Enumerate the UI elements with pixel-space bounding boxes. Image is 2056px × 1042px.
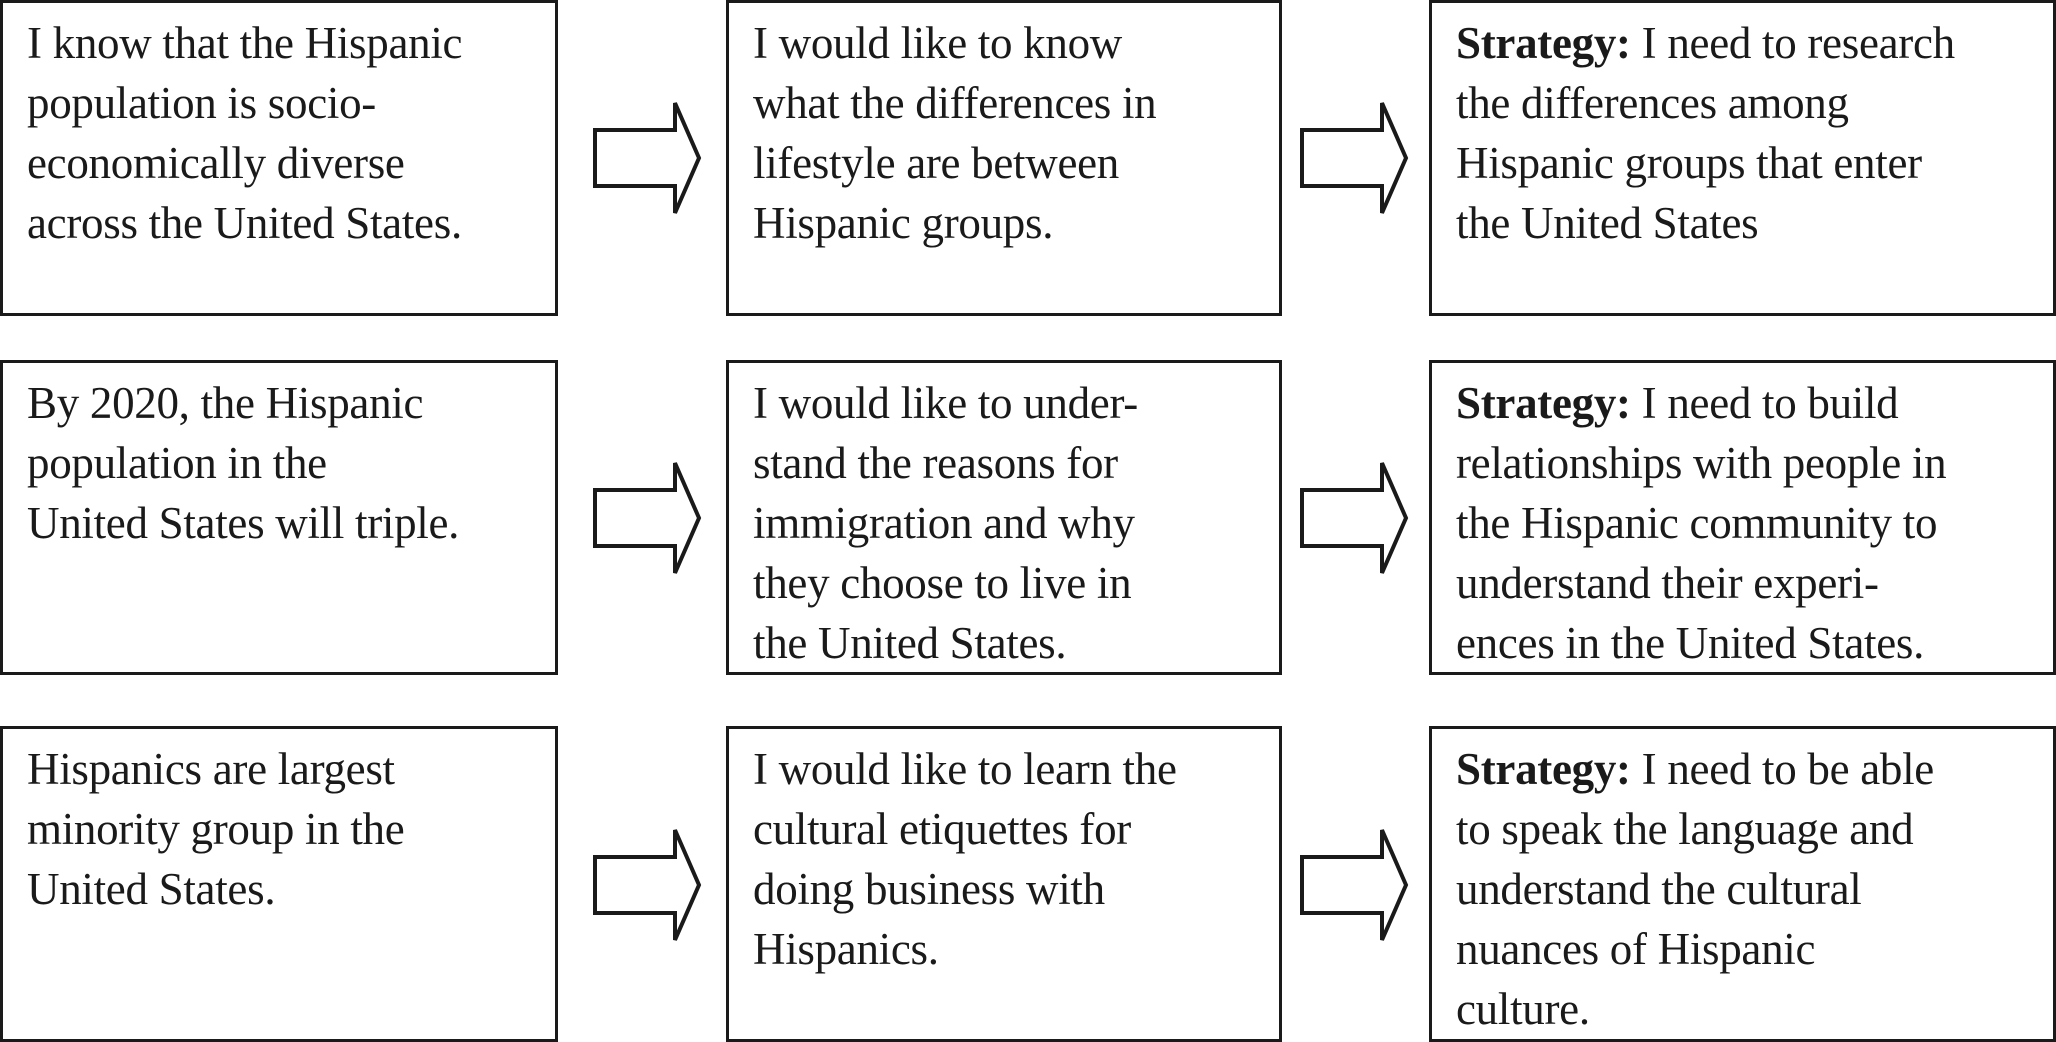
- learning-goal-box-line: cultural etiquettes for: [753, 804, 1131, 854]
- strategy-box-line: understand the cultural: [1456, 864, 1862, 914]
- strategy-box-line: understand their experi-: [1456, 558, 1879, 608]
- known-fact-box-line: across the United States.: [27, 198, 462, 248]
- known-fact-box-line: population is socio-: [27, 78, 376, 128]
- learning-goal-box: I would like to learn the cultural etique…: [726, 726, 1282, 1042]
- learning-goal-box-line: I would like to know: [753, 18, 1122, 68]
- right-arrow-icon: [592, 827, 702, 943]
- strategy-box-line: culture.: [1456, 984, 1590, 1034]
- known-fact-box-line: United States.: [27, 864, 276, 914]
- learning-goal-box-line: they choose to live in: [753, 558, 1132, 608]
- strategy-box-line: relationships with people in: [1456, 438, 1947, 488]
- strategy-box-line: nuances of Hispanic: [1456, 924, 1816, 974]
- known-fact-box-line: I know that the Hispanic: [27, 18, 463, 68]
- right-arrow-icon: [592, 100, 702, 216]
- learning-goal-box-line: immigration and why: [753, 498, 1135, 548]
- known-fact-box-line: population in the: [27, 438, 327, 488]
- known-fact-box-line: Hispanics are largest: [27, 744, 395, 794]
- right-arrow-icon: [1299, 460, 1409, 576]
- right-arrow-icon: [592, 460, 702, 576]
- strategy-label: Strategy:: [1456, 378, 1631, 428]
- learning-goal-box-line: I would like to under-: [753, 378, 1138, 428]
- learning-goal-box-line: Hispanics.: [753, 924, 939, 974]
- learning-goal-box-line: the United States.: [753, 618, 1067, 668]
- known-fact-box: I know that the Hispanic population is so…: [0, 0, 558, 316]
- strategy-label: Strategy:: [1456, 744, 1631, 794]
- strategy-text: I need to be able: [1630, 744, 1935, 794]
- known-fact-box: Hispanics are largest minority group in t…: [0, 726, 558, 1042]
- strategy-box-line: the differences among: [1456, 78, 1849, 128]
- strategy-label: Strategy:: [1456, 18, 1631, 68]
- known-fact-box-line: economically diverse: [27, 138, 405, 188]
- learning-goal-box: I would like to under-stand the reasons …: [726, 360, 1282, 675]
- learning-goal-box-line: Hispanic groups.: [753, 198, 1054, 248]
- strategy-box-line: Strategy: I need to build: [1456, 373, 2031, 433]
- learning-goal-box-line: lifestyle are between: [753, 138, 1120, 188]
- learning-goal-box-line: stand the reasons for: [753, 438, 1118, 488]
- strategy-box-line: ences in the United States.: [1456, 618, 1925, 668]
- strategy-box-line: Strategy: I need to research: [1456, 13, 2031, 73]
- learning-goal-box-line: what the differences in: [753, 78, 1157, 128]
- known-fact-box-line: United States will triple.: [27, 498, 460, 548]
- known-fact-box-line: minority group in the: [27, 804, 405, 854]
- right-arrow-icon: [1299, 100, 1409, 216]
- strategy-text: I need to build: [1630, 378, 1899, 428]
- learning-goal-box-line: doing business with: [753, 864, 1105, 914]
- right-arrow-icon: [1299, 827, 1409, 943]
- known-fact-box-line: By 2020, the Hispanic: [27, 378, 424, 428]
- strategy-box-line: Strategy: I need to be able: [1456, 739, 2031, 799]
- strategy-box-line: the Hispanic community to: [1456, 498, 1938, 548]
- strategy-box-line: the United States: [1456, 198, 1759, 248]
- strategy-box-line: to speak the language and: [1456, 804, 1914, 854]
- strategy-box-line: Hispanic groups that enter: [1456, 138, 1922, 188]
- strategy-text: I need to research: [1630, 18, 1955, 68]
- learning-goal-box-line: I would like to learn the: [753, 744, 1177, 794]
- learning-goal-box: I would like to know what the differences…: [726, 0, 1282, 316]
